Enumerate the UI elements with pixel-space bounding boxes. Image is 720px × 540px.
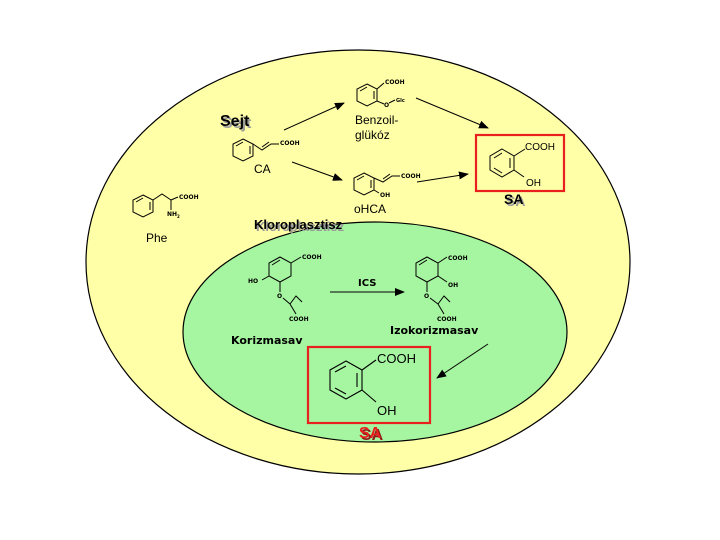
phe-cooh: COOH <box>179 194 199 201</box>
ca-label: CA <box>254 162 271 176</box>
benzoyl-label-1: Benzoil- <box>355 113 398 127</box>
chorismate-cooh-bottom: COOH <box>289 316 309 323</box>
arrows <box>283 97 489 379</box>
benzoyl-glucose-structure <box>356 82 396 107</box>
ics-label: ICS <box>358 278 376 289</box>
phe-label: Phe <box>146 231 168 245</box>
isochorismate-structure <box>415 256 451 315</box>
cell-label-shadow: Sejt <box>222 115 252 132</box>
arrow-ca-to-benzoyl <box>283 102 345 131</box>
sa-cell-oh: OH <box>526 178 541 189</box>
sa-cell-label-shadow: SA <box>506 193 525 209</box>
isochorismate-oh: OH <box>448 282 458 289</box>
chorismate-ho: HO <box>248 278 258 285</box>
ca-cooh: COOH <box>280 140 300 147</box>
chorismate-cooh-top: COOH <box>302 254 322 261</box>
isochorismate-cooh-bottom: COOH <box>437 316 457 323</box>
benzoyl-cooh: COOH <box>385 79 405 86</box>
sa-chloroplast-label-shadow: SA <box>361 427 384 444</box>
sa-cell-label: SA <box>504 191 523 207</box>
ca-structure <box>232 138 279 162</box>
arrow-ohca-to-sa <box>416 171 469 183</box>
ohca-label: oHCA <box>354 202 386 216</box>
ohca-oh: OH <box>380 192 390 199</box>
sa-cell-highlight-box <box>474 133 566 193</box>
chorismate-structure <box>261 256 303 315</box>
benzoyl-o: O <box>384 102 389 109</box>
sa-cell-structure <box>489 148 526 178</box>
chloroplast-label-shadow: Kloroplasztisz <box>256 219 345 234</box>
sa-chloroplast-oh: OH <box>377 403 397 418</box>
chorismate-label: Korizmasav <box>231 334 303 347</box>
isochorismate-o: O <box>424 293 429 300</box>
chorismate-o: O <box>277 293 282 300</box>
benzoyl-glc: Glc <box>396 98 405 104</box>
arrow-ca-to-ohca <box>291 161 343 181</box>
phe-nh2: NH2 <box>167 211 180 219</box>
isochorismate-label: Izokorizmasav <box>390 324 479 337</box>
sa-cell-cooh: COOH <box>525 142 555 153</box>
benzoyl-label-2: glükóz <box>355 128 390 142</box>
sa-chloroplast-highlight-box <box>306 345 432 425</box>
sa-chloroplast-cooh: COOH <box>377 351 416 366</box>
phe-structure <box>132 193 179 218</box>
sa-chloroplast-structure <box>329 359 377 403</box>
cell-label: Sejt <box>220 113 250 130</box>
chloroplast-compartment <box>182 221 568 443</box>
arrow-isochorismate-to-sa <box>436 343 489 379</box>
ohca-cooh: COOH <box>401 173 421 180</box>
arrow-benzoyl-to-sa <box>415 97 489 129</box>
chloroplast-label: Kloroplasztisz <box>254 217 343 232</box>
sa-chloroplast-label: SA <box>359 425 382 442</box>
isochorismate-cooh-top: COOH <box>448 255 468 262</box>
ohca-structure <box>353 172 400 196</box>
